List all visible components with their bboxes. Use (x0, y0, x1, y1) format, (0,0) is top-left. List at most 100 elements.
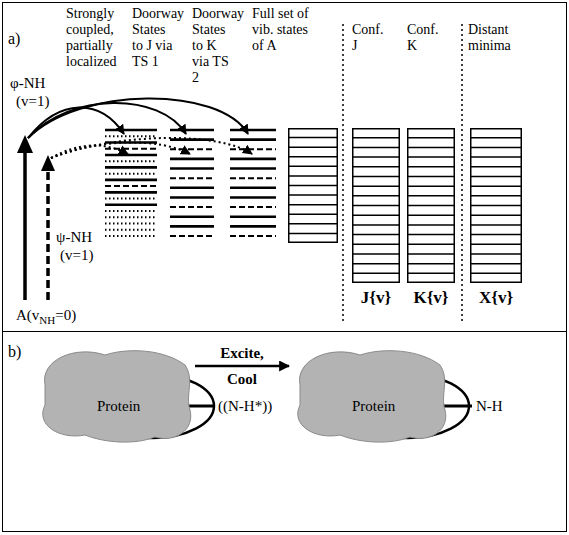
energy-level (105, 198, 157, 200)
energy-level (470, 224, 522, 226)
energy-level (170, 167, 214, 170)
energy-level (170, 138, 214, 141)
energy-level (288, 204, 338, 206)
energy-level (352, 156, 400, 158)
arrowhead (17, 135, 33, 153)
energy-level (288, 175, 338, 177)
energy-level (407, 214, 455, 216)
energy-level (230, 235, 276, 237)
bond-label: N-H (476, 398, 503, 414)
protein-outline (298, 351, 446, 442)
edge-label: Excite, Cool (214, 340, 270, 392)
energy-level (170, 148, 214, 150)
energy-level (352, 176, 400, 178)
energy-level (288, 137, 338, 139)
energy-level (352, 147, 400, 149)
energy-level (105, 148, 157, 150)
node-heading: Full set of vib. states of A (252, 6, 316, 54)
state-label: NH (39, 314, 55, 326)
node-label: K{v} (407, 288, 455, 308)
energy-level (470, 176, 522, 178)
excitation-arrow (23, 150, 27, 300)
energy-level (105, 229, 157, 231)
ladder-outline (408, 129, 455, 283)
energy-level (470, 195, 522, 197)
node-label: X{v} (470, 288, 522, 308)
coupling-arc-dotted (51, 142, 190, 158)
energy-level (407, 137, 455, 139)
node-heading: b) (8, 343, 21, 361)
ladder-outline (353, 129, 400, 283)
energy-level (170, 187, 214, 190)
energy-level (230, 158, 276, 161)
energy-level (230, 206, 276, 208)
energy-level (407, 263, 455, 265)
energy-level (170, 235, 214, 237)
energy-level (470, 244, 522, 246)
separator-line (461, 24, 463, 322)
coupling-arc (28, 98, 248, 138)
energy-level (407, 244, 455, 246)
energy-level (105, 135, 157, 137)
energy-level (288, 166, 338, 168)
level-ladder (352, 128, 400, 283)
energy-level (352, 263, 400, 265)
energy-level (105, 191, 157, 194)
energy-level (352, 253, 400, 255)
energy-level (470, 253, 522, 255)
energy-level (105, 179, 157, 182)
energy-level (470, 263, 522, 265)
excitation-arrow-dashed (46, 170, 50, 300)
energy-level (352, 273, 400, 275)
energy-level (407, 273, 455, 275)
energy-level (230, 177, 276, 179)
energy-level (352, 195, 400, 197)
energy-level (470, 205, 522, 207)
panel-frame: b)ProteinProtein (2, 331, 567, 532)
energy-level (170, 206, 214, 208)
energy-level (288, 156, 338, 158)
energy-level (230, 129, 276, 132)
energy-level (105, 129, 157, 132)
energy-level (352, 137, 400, 139)
energy-level (470, 156, 522, 158)
level-ladder (470, 128, 522, 283)
mode-label: (v=1) (16, 93, 49, 109)
energy-level (470, 166, 522, 168)
panel-frame: a)Strongly coupled, partially localizedD… (2, 2, 567, 332)
coupling-arc (28, 107, 124, 138)
node-heading: Protein (352, 397, 395, 415)
energy-level (170, 129, 214, 132)
energy-level (288, 194, 338, 196)
energy-level (230, 148, 276, 150)
protein-shape (35, 345, 195, 445)
energy-level (170, 158, 214, 161)
energy-level (352, 185, 400, 187)
energy-level (170, 215, 214, 218)
energy-level (352, 244, 400, 246)
protein-shape (290, 345, 450, 445)
energy-level (105, 154, 157, 157)
energy-level (230, 215, 276, 218)
node-heading: Conf. J (352, 22, 390, 54)
ladder-outline (289, 129, 338, 243)
energy-level (470, 273, 522, 275)
energy-level (407, 147, 455, 149)
state-label: A(v (16, 307, 39, 323)
ladder-outline (471, 129, 522, 283)
energy-level (288, 233, 338, 235)
node-heading: Doorway States to J via TS 1 (132, 6, 177, 70)
energy-level (170, 177, 214, 179)
energy-level (170, 196, 214, 199)
node-heading: Doorway States to K via TS 2 (192, 6, 237, 86)
bond-label: ((N-H*)) (218, 398, 272, 414)
energy-level (230, 187, 276, 190)
protein-outline (43, 351, 191, 442)
energy-level (352, 205, 400, 207)
process-arrow (195, 365, 289, 368)
coupling-arc-dotted (51, 138, 252, 158)
energy-level (288, 214, 338, 216)
